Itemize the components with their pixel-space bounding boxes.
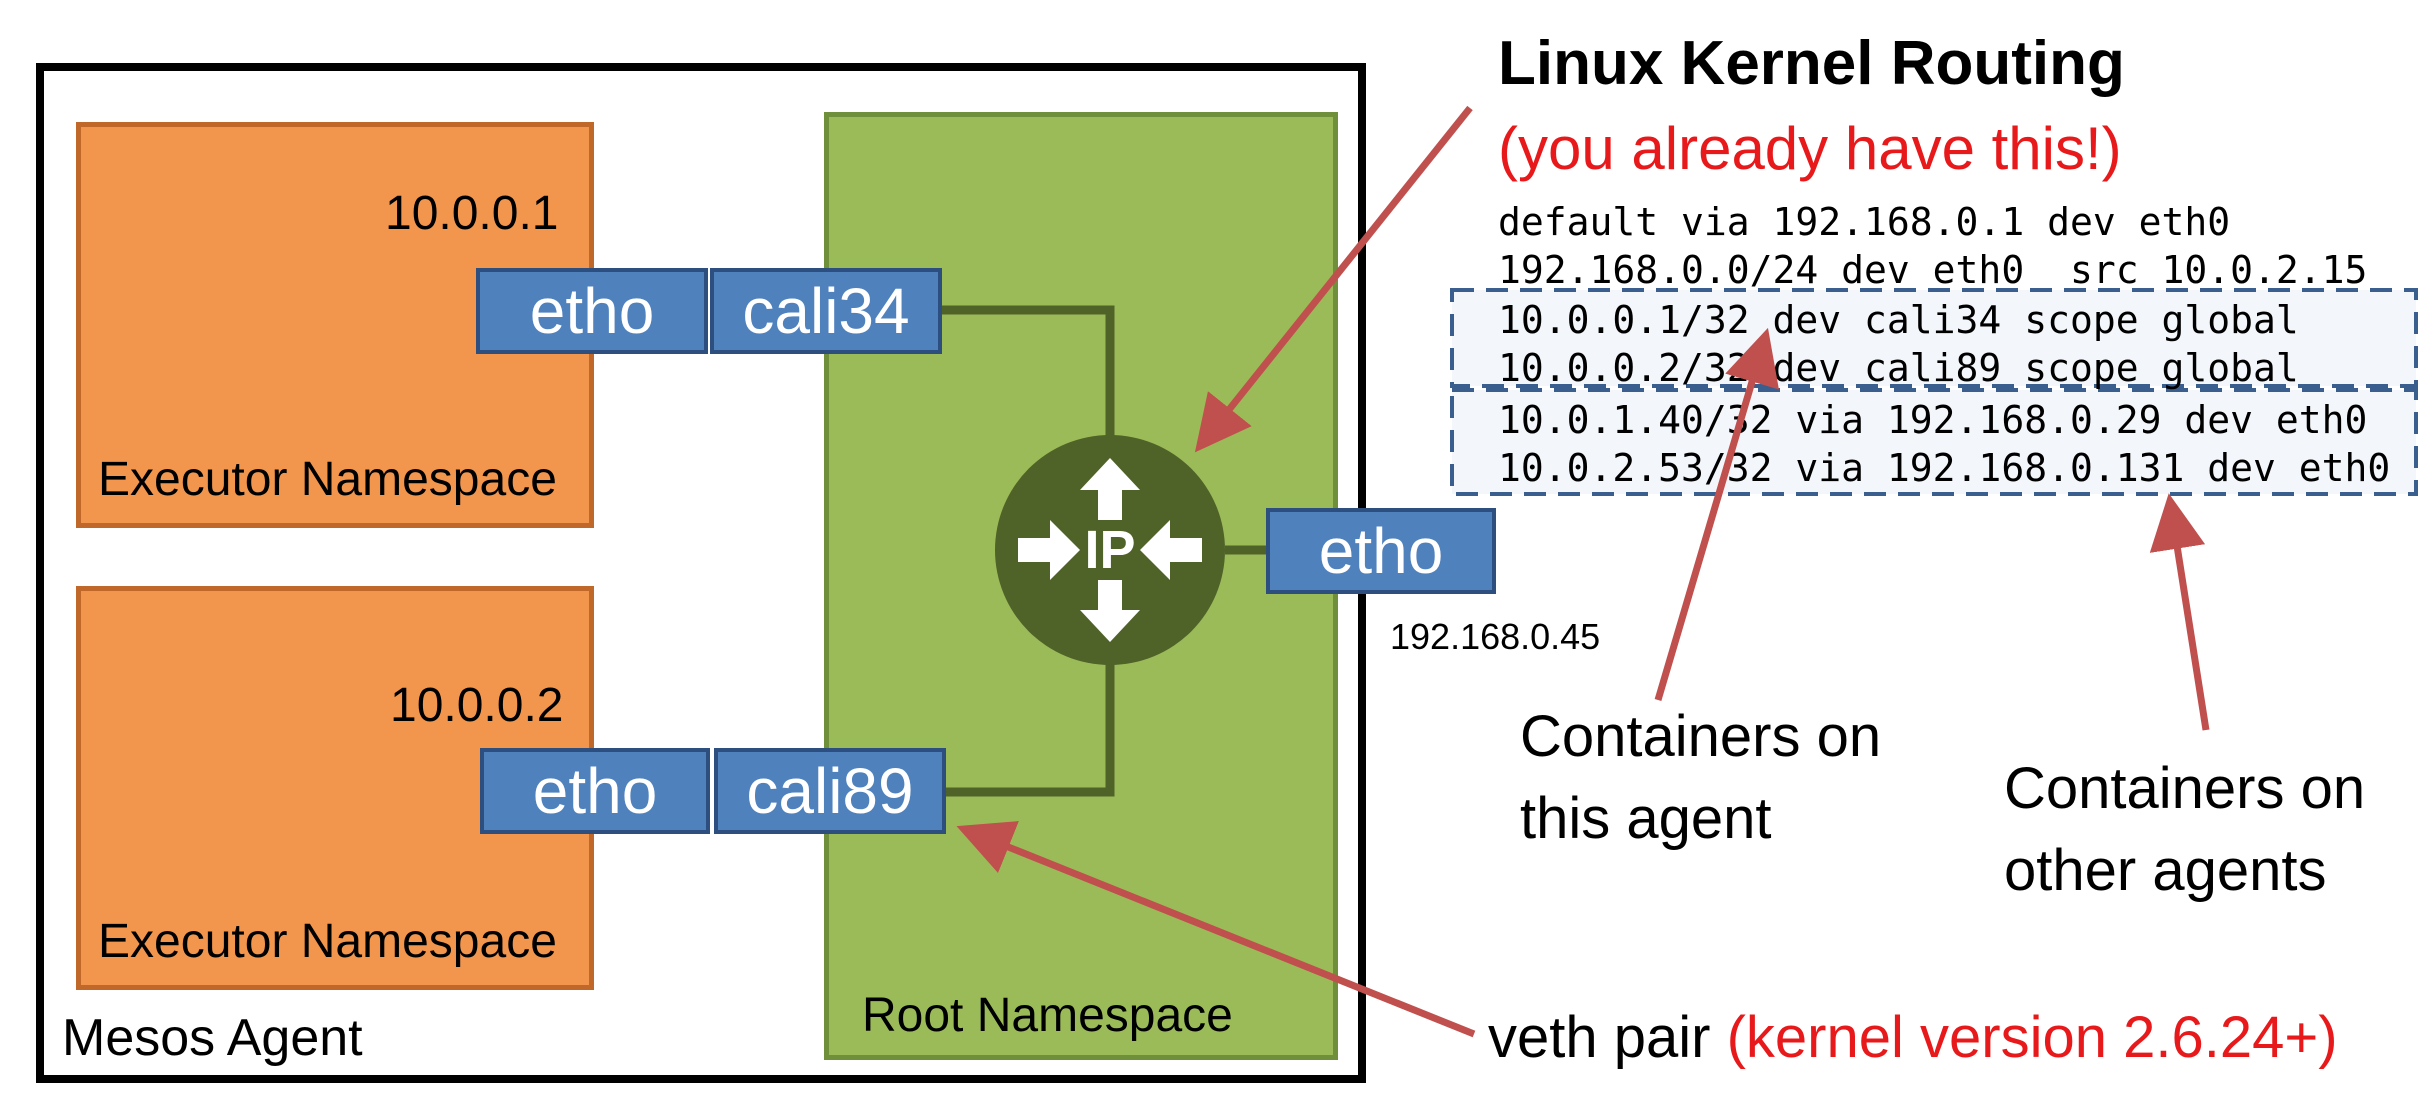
route-line-1: default via 192.168.0.1 dev eth0 [1498,200,2231,244]
cali34-interface: cali34 [710,268,942,354]
router-circle [995,435,1225,665]
callout-other-agents-line-2: other agents [2004,838,2327,903]
cali34-line [940,305,1115,440]
route-line-2: 192.168.0.0/24 dev eth0 src 10.0.2.15 [1498,248,2368,292]
host-eth-interface: etho [1266,508,1496,594]
root-namespace-label: Root Namespace [862,989,1233,1042]
callout-this-agent-line-2: this agent [1520,786,1772,851]
executor-2-label: Executor Namespace [98,915,557,968]
callout-other-agents: Containers on other agents [2004,748,2365,912]
routing-title: Linux Kernel Routing [1498,29,2125,98]
arrow-this-agent [1654,327,1779,701]
veth-note: (kernel version 2.6.24+) [1726,1005,2338,1070]
remote-routes-box [1450,388,2418,496]
veth-label: veth pair [1488,1005,1711,1070]
arrow-routing [1194,105,1473,453]
executor-2-ip: 10.0.0.2 [390,679,564,732]
arrow-other-agents [2149,493,2210,731]
routing-subtitle: (you already have this!) [1498,115,2122,182]
route-line-5: 10.0.1.40/32 via 192.168.0.29 dev eth0 [1498,398,2368,442]
veth-callout: veth pair (kernel version 2.6.24+) [1488,1004,2338,1071]
callout-this-agent-line-1: Containers on [1520,704,1882,769]
cali89-interface: cali89 [714,748,946,834]
route-line-3: 10.0.0.1/32 dev cali34 scope global [1498,298,2299,342]
callout-other-agents-line-1: Containers on [2004,756,2366,821]
mesos-agent-label: Mesos Agent [62,1009,363,1067]
host-ip: 192.168.0.45 [1390,616,1601,657]
route-line-4: 10.0.0.2/32 dev cali89 scope global [1498,346,2299,390]
cali89-line [944,660,1115,797]
local-routes-box [1450,288,2418,388]
executor-2-eth-interface: etho [480,748,710,834]
router-arrows-icon [1018,458,1202,642]
router-label: IP [1084,520,1136,580]
executor-1-ip: 10.0.0.1 [385,187,559,240]
executor-1-label: Executor Namespace [98,453,557,506]
route-line-6: 10.0.2.53/32 via 192.168.0.131 dev eth0 [1498,446,2391,490]
arrow-veth [956,821,1476,1038]
callout-this-agent: Containers on this agent [1520,696,1881,860]
executor-1-eth-interface: etho [476,268,708,354]
